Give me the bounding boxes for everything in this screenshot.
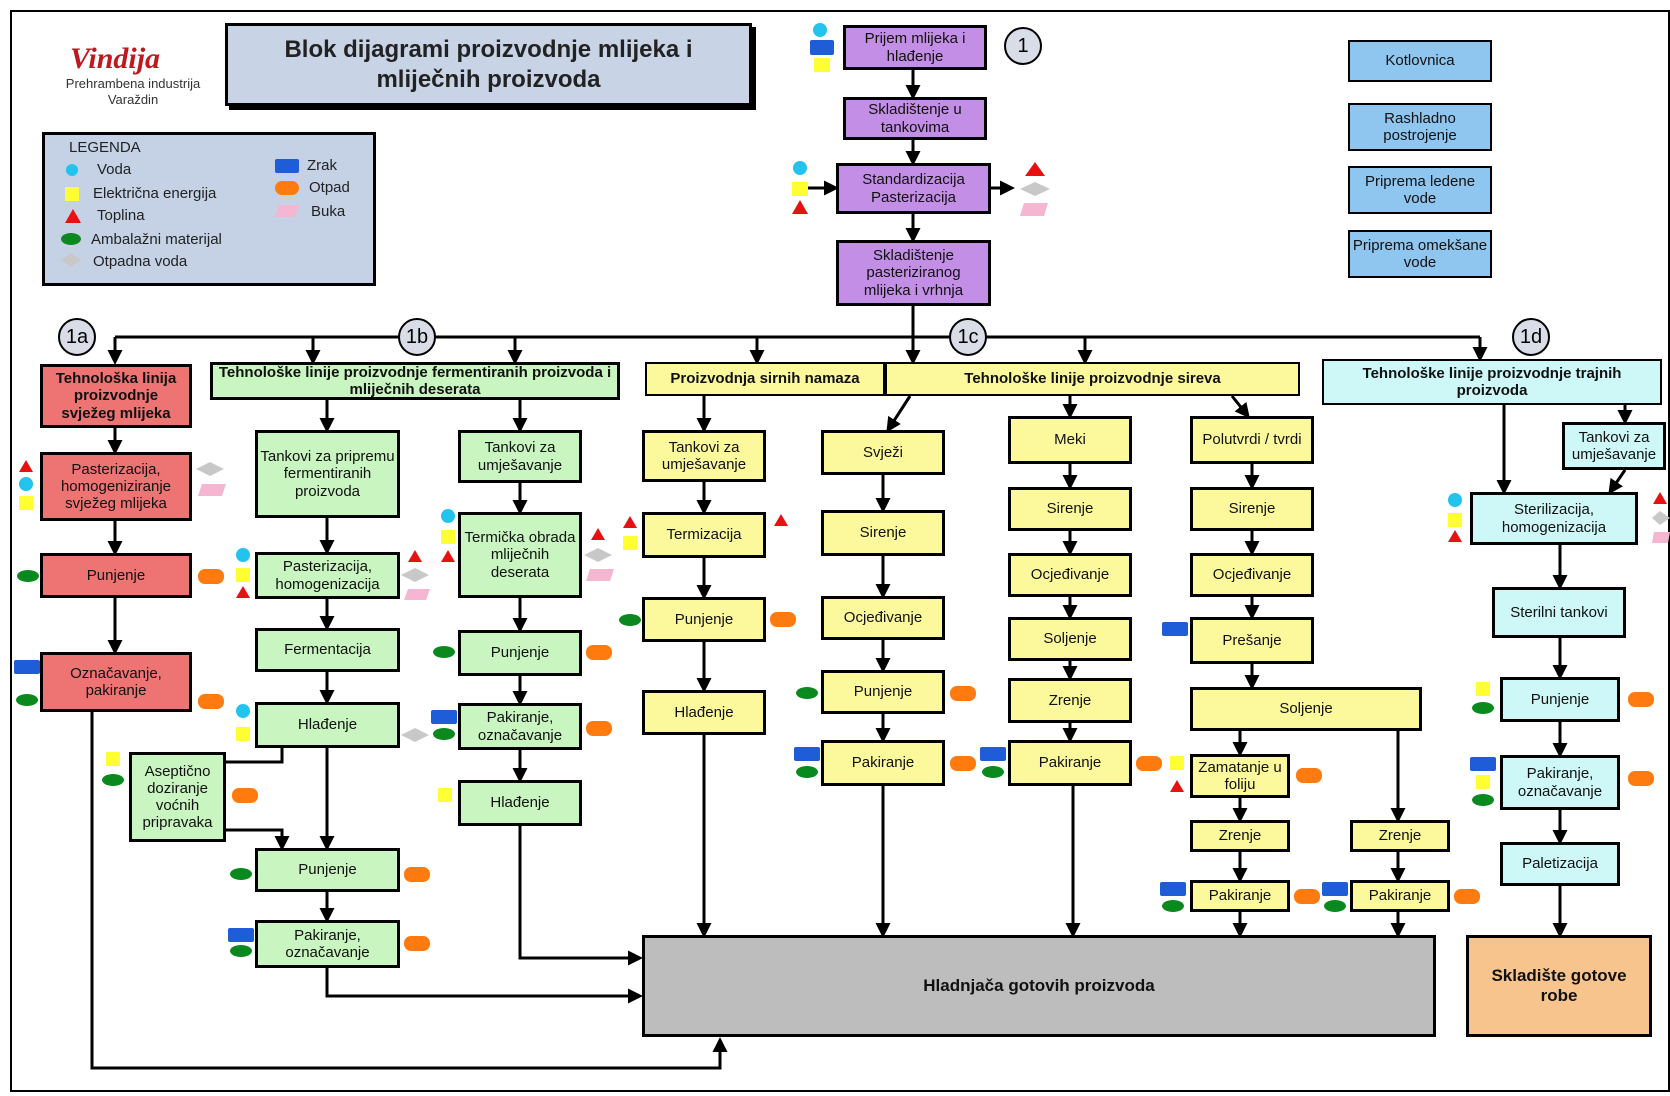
step-1b-pasteurization: Pasterizacija, homogenizacija [255,552,400,599]
step-1a-packaging: Označavanje, pakiranje [40,652,192,712]
step-1c-thermization: Termizacija [642,512,766,558]
step-1c-spread-filling: Punjenje [642,597,766,642]
step-1c-hard-draining: Ocjeđivanje [1190,553,1314,597]
step-1d-sterilization: Sterilizacija, homogenizacija [1470,492,1638,545]
title-line1: Blok dijagrami proizvodnje mlijeka i [284,35,693,63]
logo-subtitle: Prehrambena industrija Varaždin [44,76,222,107]
step-1c-hard: Polutvrdi / tvrdi [1190,416,1314,464]
step-1c-hard-packaging-b: Pakiranje [1350,880,1450,912]
utility-refrigeration: Rashladno postrojenje [1348,103,1492,151]
step-1d-palletization: Paletizacija [1500,842,1620,886]
utility-ice-water: Priprema ledene vode [1348,166,1492,214]
step-1c-fresh: Svježi [821,430,945,475]
step-pasteurized-storage: Skladištenje pasteriziranog mlijeka i vr… [836,240,991,306]
step-1d-packaging: Pakiranje, označavanje [1500,755,1620,810]
legend-item-heat: Toplina [97,207,145,224]
step-1c-fresh-curdling: Sirenje [821,510,945,556]
header-1d: Tehnološke linije proizvodnje trajnih pr… [1322,359,1662,405]
step-1d-filling: Punjenje [1500,677,1620,722]
legend-item-waste: Otpad [309,179,350,196]
electricity-icon [65,187,79,201]
logo-subtitle-line1: Prehrambena industrija [65,76,201,91]
step-1c-pressing: Prešanje [1190,617,1314,664]
step-1c-spread-cooling: Hlađenje [642,690,766,735]
marker-1d: 1d [1512,318,1550,356]
step-1a-pasteurization: Pasterizacija, homogeniziranje svježeg m… [40,452,192,521]
step-1c-hard-ripening-b: Zrenje [1350,820,1450,852]
legend-item-water: Voda [97,161,132,178]
step-1d-sterile-tanks: Sterilni tankovi [1492,587,1626,638]
legend: LEGENDA Voda Električna energija Toplina… [42,132,376,286]
waste-icon [275,181,299,195]
legend-item-air: Zrak [307,157,337,174]
step-1b-mixing-tanks: Tankovi za umješavanje [458,430,582,483]
step-1b-dessert-filling: Punjenje [458,630,582,676]
step-1c-soft: Meki [1008,416,1132,464]
step-milk-reception: Prijem mlijeka i hlađenje [843,25,987,70]
step-1c-soft-draining: Ocjeđivanje [1008,553,1132,597]
step-1b-fermentation: Fermentacija [255,628,400,672]
step-1b-thermal-treatment: Termička obrada mliječnih deserata [458,512,582,598]
step-standardization: Standardizacija Pasterizacija [836,163,991,214]
logo-subtitle-line2: Varaždin [107,91,159,107]
step-1c-fresh-filling: Punjenje [821,670,945,714]
step-tank-storage: Skladištenje u tankovima [843,97,987,140]
step-1c-soft-salting: Soljenje [1008,617,1132,661]
marker-1b: 1b [398,318,436,356]
step-1c-hard-packaging-a: Pakiranje [1190,880,1290,912]
step-1a-filling: Punjenje [40,553,192,598]
step-1c-soft-packaging: Pakiranje [1008,740,1132,786]
step-1b-dessert-packaging: Pakiranje, označavanje [458,703,582,750]
step-1c-hard-curdling: Sirenje [1190,487,1314,531]
cold-storage: Hladnjača gotovih proizvoda [642,935,1436,1037]
title-line2: mliječnih proizvoda [376,65,601,93]
step-1c-hard-salting: Soljenje [1190,687,1422,731]
step-1b-packaging: Pakiranje, označavanje [255,920,400,968]
step-1c-foil-wrapping: Zamatanje u foliju [1190,754,1290,798]
marker-1a: 1a [58,318,96,356]
legend-item-packaging: Ambalažni materijal [91,231,222,248]
packaging-icon [61,233,81,245]
marker-1: 1 [1004,27,1042,65]
heat-icon [65,209,81,223]
wastewater-icon [61,253,81,267]
header-1c-cheese: Tehnološke linije proizvodnje sireva [885,362,1300,396]
step-1c-fresh-packaging: Pakiranje [821,740,945,786]
diagram-title: Blok dijagrami proizvodnje mlijeka i mli… [225,23,752,106]
legend-item-noise: Buka [311,203,346,220]
header-1a: Tehnološka linija proizvodnje svježeg ml… [40,364,192,428]
step-1c-hard-ripening-a: Zrenje [1190,820,1290,852]
noise-icon [275,205,299,217]
legend-item-electricity: Električna energija [93,185,217,202]
air-icon [275,159,299,173]
finished-goods-warehouse: Skladište gotove robe [1466,935,1652,1037]
step-1d-mixing-tanks: Tankovi za umješavanje [1562,422,1666,470]
utility-boiler: Kotlovnica [1348,40,1492,82]
step-1b-fruit-dosing: Aseptično doziranje voćnih pripravaka [129,752,226,842]
vindija-logo: Vindija [70,42,161,75]
step-1c-fresh-draining: Ocjeđivanje [821,596,945,640]
step-1b-dessert-cooling: Hlađenje [458,780,582,826]
step-1c-soft-ripening: Zrenje [1008,678,1132,723]
step-1b-cooling: Hlađenje [255,702,400,748]
step-1b-prep-tanks: Tankovi za pripremu fermentiranih proizv… [255,430,400,518]
water-icon [66,164,78,176]
legend-heading: LEGENDA [69,139,141,156]
marker-1c: 1c [949,318,987,356]
step-1c-soft-curdling: Sirenje [1008,487,1132,531]
header-1c-spreads: Proizvodnja sirnih namaza [645,362,885,396]
step-1b-filling: Punjenje [255,848,400,892]
utility-soft-water: Priprema omekšane vode [1348,230,1492,278]
step-1c-spread-mixing: Tankovi za umješavanje [642,430,766,482]
header-1b: Tehnološke linije proizvodnje fermentira… [210,362,620,400]
legend-item-wastewater: Otpadna voda [93,253,188,270]
